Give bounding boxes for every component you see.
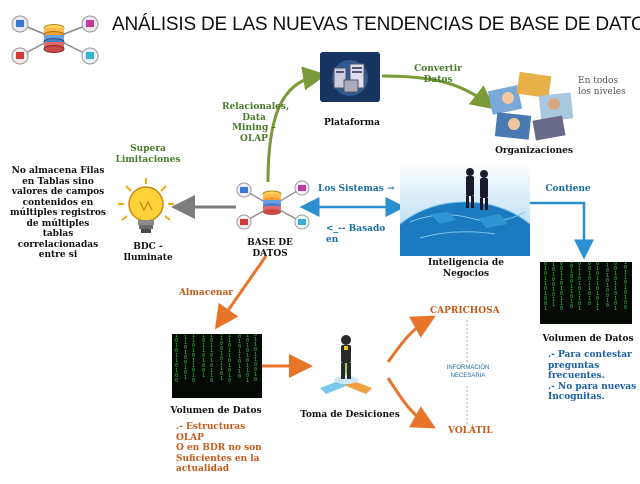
convertir-datos-label: Convertir Datos bbox=[414, 64, 462, 85]
caprichosa-label: CAPRICHOSA bbox=[430, 306, 500, 316]
data-volume-left-image: 10101101000110100101 1101011010010110100… bbox=[172, 334, 262, 398]
business-intelligence-image bbox=[400, 162, 530, 256]
contiene-label: Contiene bbox=[545, 184, 591, 194]
plataforma-label: Plataforma bbox=[324, 118, 380, 128]
volumen-left-label: Volumen de Datos bbox=[170, 406, 262, 416]
para-contestar-note: .- Para contestar preguntas frecuentes. … bbox=[548, 350, 637, 402]
volumen-right-label: Volumen de Datos bbox=[542, 334, 634, 344]
relacionales-label: Relacionales, Data Mining – OLAP bbox=[222, 102, 290, 144]
database-cluster-icon bbox=[6, 10, 102, 68]
base-de-datos-label: BASE DE DATOS bbox=[247, 238, 293, 259]
page-title: ANÁLISIS DE LAS NUEVAS TENDENCIAS DE BAS… bbox=[112, 14, 640, 35]
toma-label: Toma de Desiciones bbox=[300, 410, 400, 420]
volatil-label: VOLÁTIL bbox=[448, 426, 493, 436]
bdc-label: BDC - Iluminate bbox=[123, 242, 173, 263]
organizaciones-label: Organizaciones bbox=[495, 146, 573, 156]
organizaciones-image bbox=[488, 70, 576, 142]
estructuras-note: .- Estructuras OLAP O en BDR no son Sufi… bbox=[176, 422, 262, 474]
decision-maker-image bbox=[306, 330, 386, 400]
en-todos-label: En todos los niveles bbox=[578, 76, 626, 97]
inteligencia-label: Inteligencia de Negocios bbox=[428, 258, 504, 279]
supera-limitaciones-label: Supera Limitaciones bbox=[115, 144, 181, 165]
almacenar-label: Almacenar bbox=[178, 288, 234, 298]
data-volume-right-image: 01011010011101001011 0011010110101001101… bbox=[540, 262, 632, 324]
los-sistemas-label: Los Sistemas → bbox=[318, 184, 395, 194]
no-almacena-note: No almacena Filas en Tablas sino valores… bbox=[10, 166, 106, 260]
lightbulb-icon bbox=[116, 176, 176, 238]
database-icon bbox=[232, 178, 312, 234]
informacion-necesaria-label: INFORMACIÓN NECESARIA bbox=[446, 365, 490, 379]
server-platform-image bbox=[320, 52, 380, 102]
basado-en-label: <_-- Basado en bbox=[326, 224, 386, 245]
